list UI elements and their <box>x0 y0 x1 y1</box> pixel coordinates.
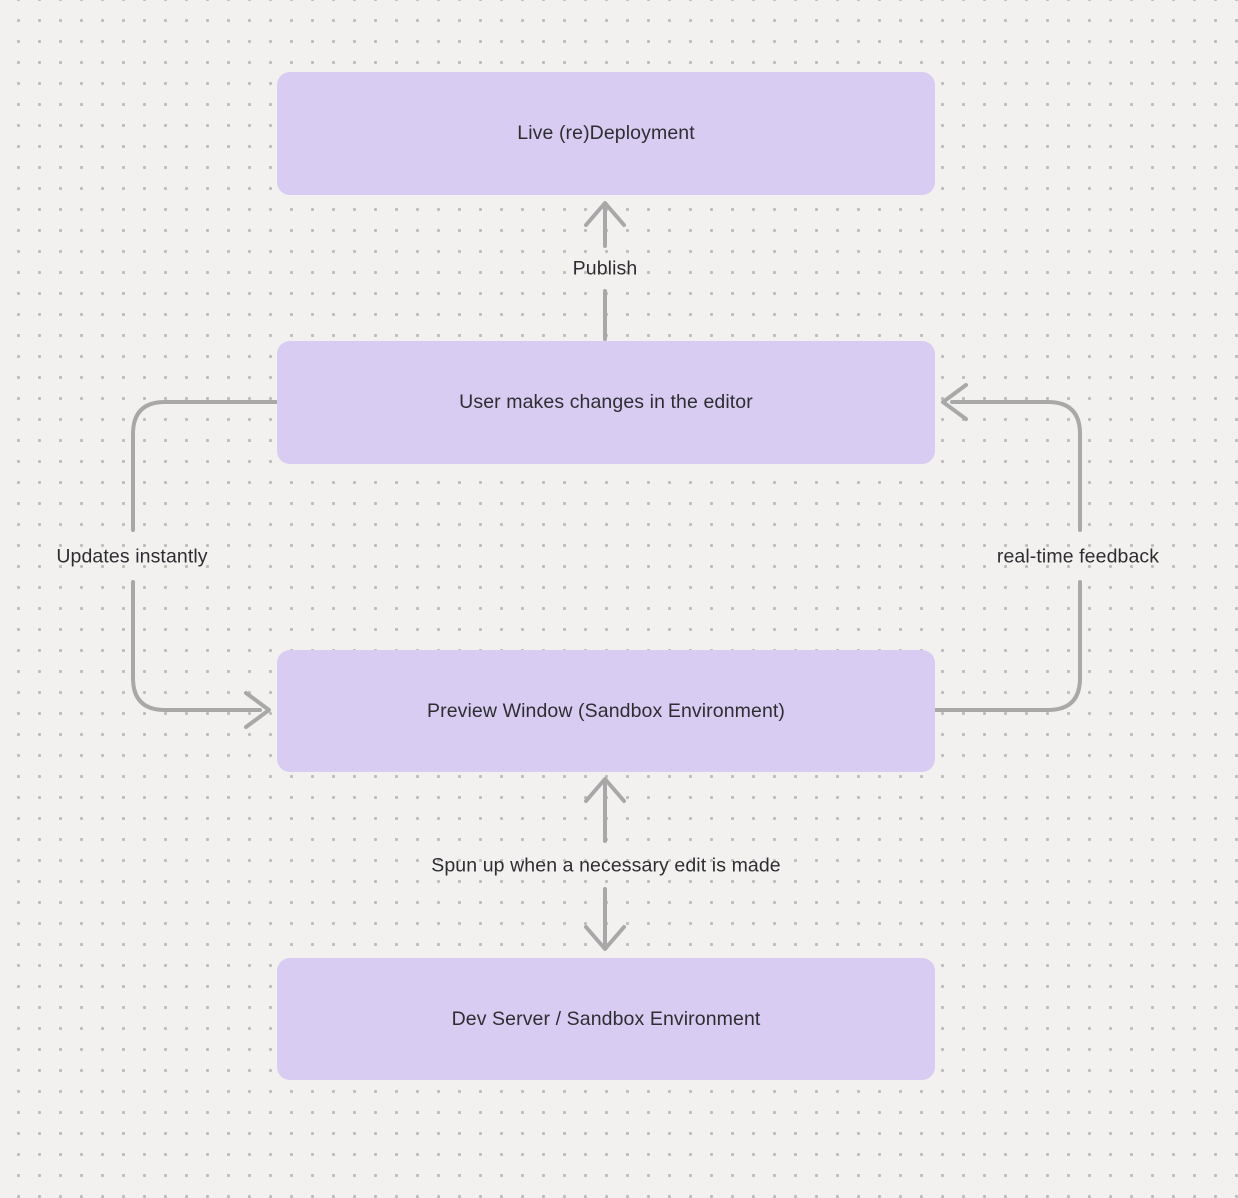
node-dev-server: Dev Server / Sandbox Environment <box>277 958 935 1080</box>
node-user-changes-label: User makes changes in the editor <box>459 391 753 413</box>
node-user-changes: User makes changes in the editor <box>277 341 935 464</box>
spunup-arrowhead-up-icon <box>584 777 626 803</box>
updates-arrow-upper <box>131 400 279 532</box>
edge-label-spun-up: Spun up when a necessary edit is made <box>431 854 781 877</box>
node-preview-window: Preview Window (Sandbox Environment) <box>277 650 935 772</box>
edge-label-updates-instantly: Updates instantly <box>56 545 208 568</box>
feedback-arrow-lower <box>933 580 1082 712</box>
updates-arrowhead-right-icon <box>244 691 271 729</box>
node-preview-window-label: Preview Window (Sandbox Environment) <box>427 699 785 722</box>
node-live-redeployment-label: Live (re)Deployment <box>517 122 695 144</box>
feedback-arrowhead-left-icon <box>941 383 968 421</box>
spunup-arrowhead-down-icon <box>584 925 626 951</box>
node-live-redeployment: Live (re)Deployment <box>277 72 935 195</box>
feedback-arrow-upper <box>950 400 1082 532</box>
publish-arrowhead-up-icon <box>584 201 626 227</box>
updates-arrow-lower <box>131 580 262 712</box>
edge-label-realtime-feedback: real-time feedback <box>996 545 1160 568</box>
node-dev-server-label: Dev Server / Sandbox Environment <box>451 1007 761 1030</box>
edge-label-publish: Publish <box>572 257 638 280</box>
